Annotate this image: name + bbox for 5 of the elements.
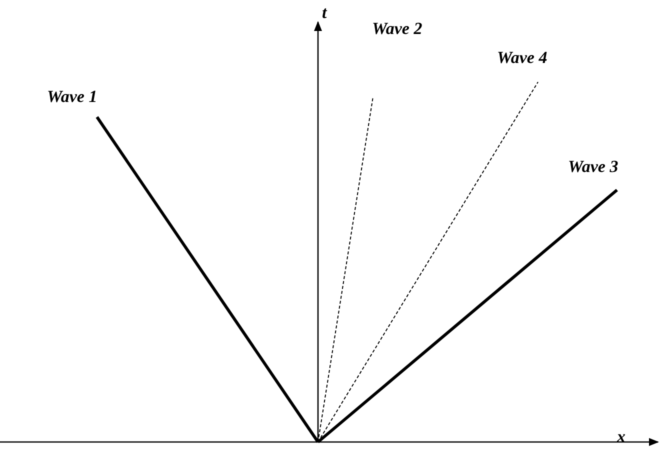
axis-label: t: [322, 2, 327, 24]
wave-label: Wave 1: [47, 86, 98, 108]
wave-label: Wave 2: [372, 18, 422, 40]
wave-label: Wave 4: [497, 47, 548, 68]
wave-label: Wave 3: [568, 156, 618, 178]
